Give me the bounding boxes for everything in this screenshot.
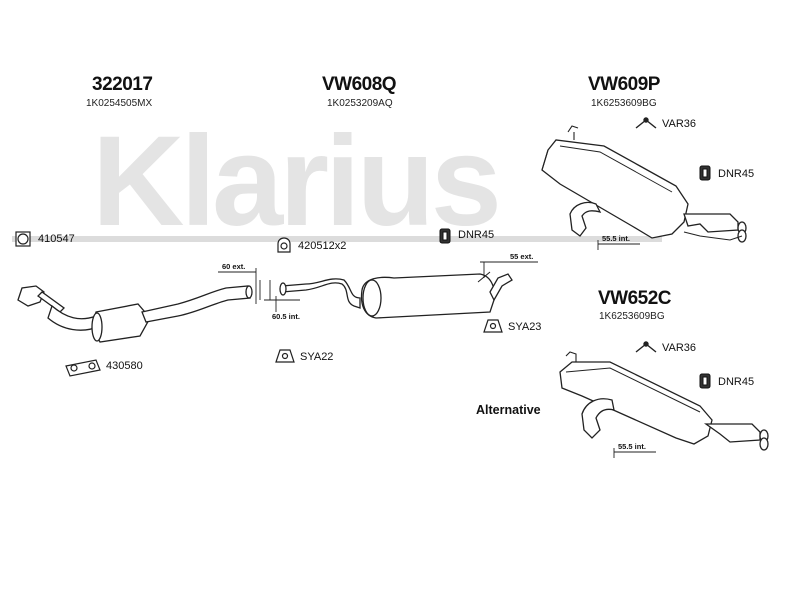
dim-55-5-int-top: 55.5 int. xyxy=(602,234,630,243)
rubber-mount-dnr45-mid-icon xyxy=(439,228,451,244)
dim-60-ext: 60 ext. xyxy=(222,262,246,271)
alternative-label: Alternative xyxy=(476,403,541,417)
klarius-watermark: Klarius xyxy=(92,110,502,253)
part-code-vw652c: VW652C xyxy=(598,288,672,309)
oem-number-vw609p: 1K6253609BG xyxy=(591,98,657,109)
label-dnr45-mid: DNR45 xyxy=(458,229,495,241)
rear-silencer-vw652c xyxy=(559,351,769,451)
rubber-mount-sya23-icon xyxy=(483,319,503,333)
dimension-marks xyxy=(218,240,656,458)
label-sya22: SYA22 xyxy=(300,351,334,363)
separator-bar xyxy=(12,236,662,242)
label-dnr45-bottom: DNR45 xyxy=(718,376,755,388)
gasket-430580-icon xyxy=(65,359,101,377)
label-420512: 420512x2 xyxy=(298,240,347,252)
hanger-var36-bottom-icon xyxy=(635,341,657,353)
dim-55-5-int-bottom: 55.5 int. xyxy=(618,442,646,451)
oem-number-vw608q: 1K0253209AQ xyxy=(327,98,393,109)
rubber-mount-dnr45-top-icon xyxy=(699,165,711,181)
clamp-410547-icon xyxy=(15,231,31,247)
rear-silencer-vw609p xyxy=(541,125,747,243)
part-code-vw609p: VW609P xyxy=(588,74,660,95)
front-pipe-catalyst xyxy=(17,285,253,343)
clamp-420512-icon xyxy=(277,237,291,253)
rubber-mount-dnr45-bottom-icon xyxy=(699,373,711,389)
label-410547: 410547 xyxy=(38,233,75,245)
hanger-var36-top-icon xyxy=(635,117,657,129)
oem-number-vw652c: 1K6253609BG xyxy=(599,311,665,322)
label-var36-bottom: VAR36 xyxy=(662,342,697,354)
oem-number-322017: 1K0254505MX xyxy=(86,98,153,109)
middle-silencer xyxy=(279,271,513,319)
dim-55-ext: 55 ext. xyxy=(510,252,534,261)
label-var36-top: VAR36 xyxy=(662,118,697,130)
part-code-322017: 322017 xyxy=(92,74,153,95)
label-dnr45-top: DNR45 xyxy=(718,168,755,180)
part-code-vw608q: VW608Q xyxy=(322,74,397,95)
dim-60-5-int: 60.5 int. xyxy=(272,312,300,321)
label-sya23: SYA23 xyxy=(508,321,542,333)
rubber-mount-sya22-icon xyxy=(275,349,295,363)
label-430580: 430580 xyxy=(106,360,143,372)
